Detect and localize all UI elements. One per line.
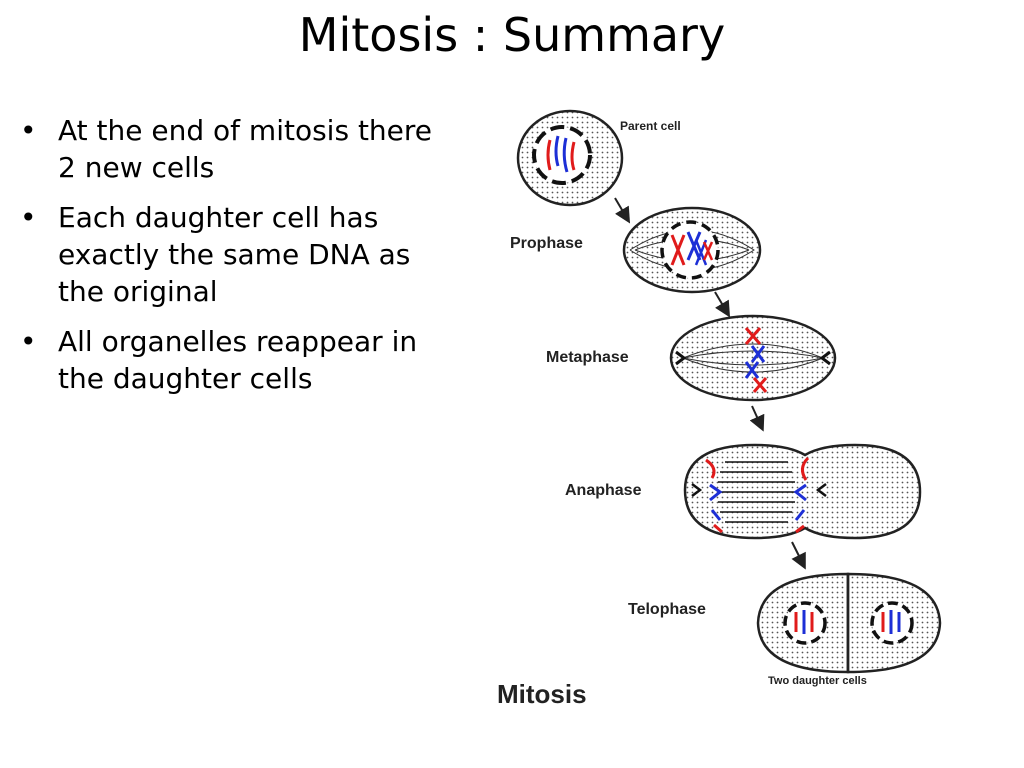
bullet-dot-icon: • [20,114,37,147]
mitosis-diagram: Parent cell Prophase Metaphase [470,100,950,720]
telophase-cells [756,572,942,674]
bullet-dot-icon: • [20,201,37,234]
metaphase-cell [669,314,837,402]
figure-caption: Mitosis [497,679,587,709]
daughter-cells-label: Two daughter cells [768,675,867,687]
anaphase-cell [683,443,922,540]
prophase-label: Prophase [510,235,583,252]
slide-title: Mitosis : Summary [298,8,726,62]
bullet-item: •Each daughter cell has exactly the same… [20,201,411,308]
bullet-dot-icon: • [20,325,37,358]
anaphase-label: Anaphase [565,482,642,499]
metaphase-label: Metaphase [546,349,629,366]
bullet-item: •At the end of mitosis there 2 new cells [20,114,433,184]
arrow-icon [714,291,731,318]
telophase-label: Telophase [628,601,706,618]
parent-cell [516,109,624,207]
arrow-icon [791,541,806,570]
prophase-cell [622,206,762,294]
parent-cell-label: Parent cell [620,119,681,133]
arrow-icon [614,197,631,224]
bullet-list: •At the end of mitosis there 2 new cells… [20,112,440,410]
arrow-icon [749,405,765,432]
bullet-item: •All organelles reappear in the daughter… [20,325,418,395]
